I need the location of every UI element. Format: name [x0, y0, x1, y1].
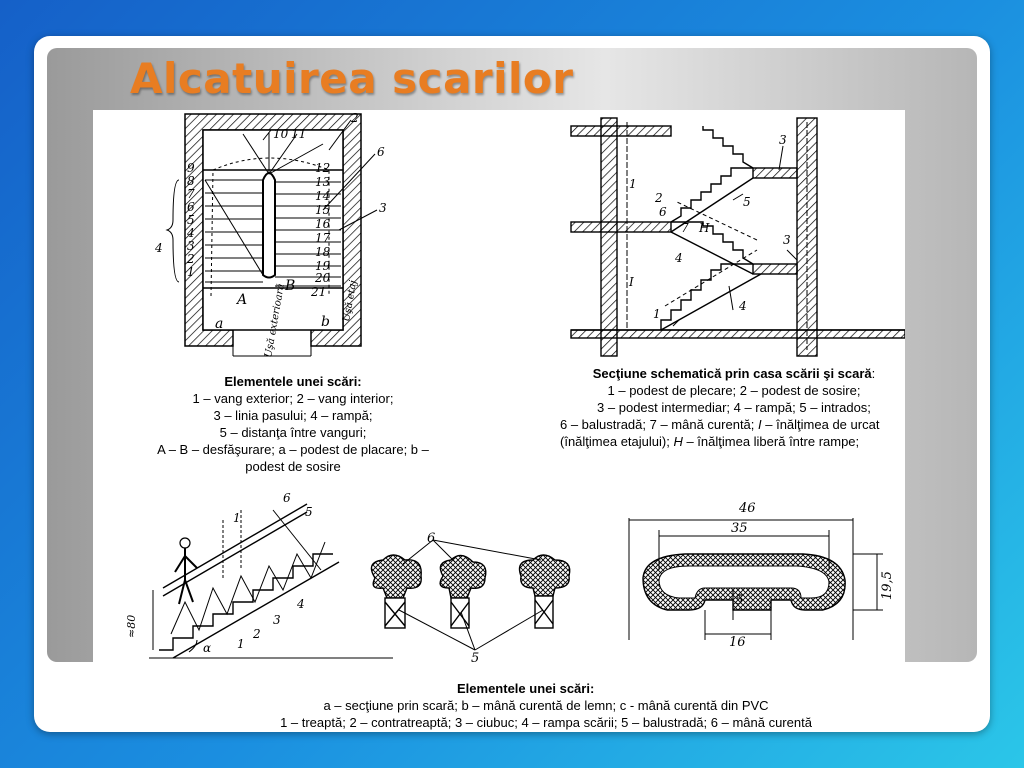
detail-c-label: 16 [729, 635, 746, 650]
caption-bottom: Elementele unei scări: a – secţiune prin… [240, 680, 852, 731]
detail-b-label: 6 [427, 531, 435, 546]
stair-plan [165, 113, 378, 357]
section-label: I [628, 275, 634, 289]
caption-section-line: 1 – podest de plecare; 2 – podest de sos… [607, 383, 861, 398]
plan-label: 20 [314, 271, 331, 285]
caption-section-line: 3 – podest intermediar; 4 – rampă; 5 – i… [597, 400, 871, 415]
plan-label: 15 [315, 203, 330, 217]
plan-label: 19 [315, 259, 331, 273]
section-label: 7 [681, 221, 689, 235]
plan-label: 7 [187, 187, 195, 201]
section-label: 1 [629, 177, 637, 191]
section-label: 2 [654, 191, 663, 205]
caption-plan-line: 3 – linia pasului; 4 – rampă; [213, 408, 373, 423]
caption-section-symbol-h: H [673, 434, 683, 449]
plan-label: 17 [315, 231, 331, 245]
plan-label: 8 [187, 174, 195, 188]
detail-a-label: ≈80 [125, 615, 138, 638]
plan-label: 9 [187, 161, 195, 175]
plan-label: B [284, 278, 295, 294]
detail-c-label: 46 [738, 501, 756, 516]
plan-label: 2 [350, 111, 359, 125]
caption-section-symbol-i: I [758, 417, 762, 432]
caption-plan-line: 5 – distanţa între vanguri; [219, 425, 367, 440]
caption-bottom-line: a – secţiune prin scară; b – mână curent… [323, 698, 769, 713]
plan-label: 3 [187, 239, 195, 253]
section-label: 6 [659, 205, 667, 219]
plan-label: 6 [377, 145, 385, 159]
section-label: 4 [738, 299, 747, 313]
caption-section-line-legend: 6 – balustradă; 7 – mână curentă; I – în… [560, 417, 879, 449]
plan-label: 4 [186, 226, 195, 240]
drawing-svg: 9 8 7 6 5 4 3 2 1 12 13 14 15 16 17 18 1… [125, 111, 906, 694]
slide-title: Alcatuirea scarilor [130, 54, 574, 103]
caption-bottom-line: 1 – treaptă; 2 – contratreaptă; 3 – ciub… [280, 715, 812, 730]
plan-label: 2 [186, 252, 195, 266]
plan-label: 10 [273, 127, 289, 141]
detail-c-label: 5 [735, 593, 743, 608]
stair-detail-a-labels: 6 5 1 1 2 3 4 ≈80 α a [125, 491, 463, 692]
caption-section-heading: Secţiune schematică prin casa scării şi … [592, 366, 872, 381]
plan-label: 18 [315, 245, 331, 259]
caption-section-text: – înălţimea liberă între rampe; [682, 434, 860, 449]
section-label: 1 [653, 307, 661, 321]
detail-c-label: 19,5 [880, 571, 895, 600]
pvc-handrail-c [628, 518, 883, 640]
section-label: H [698, 221, 710, 235]
plan-label: 16 [315, 217, 331, 231]
caption-bottom-heading: Elementele unei scări: [457, 681, 595, 696]
caption-plan: Elementele unei scări: 1 – vang exterior… [148, 373, 438, 475]
section-label: 3 [783, 233, 791, 247]
detail-a-label: 6 [283, 491, 291, 505]
detail-a-label: α [203, 641, 211, 655]
plan-label: 11 [291, 127, 306, 141]
caption-plan-heading: Elementele unei scări: [224, 374, 362, 389]
plan-label: 3 [379, 201, 387, 215]
plan-label: 6 [187, 200, 195, 214]
stair-detail-a [149, 503, 393, 659]
plan-label: a [215, 316, 223, 332]
section-label: 3 [779, 133, 787, 147]
plan-label: 14 [315, 189, 330, 203]
detail-a-label: 4 [296, 597, 305, 611]
caption-section-text: – înălţimea de urcat (înălţimea etajului… [560, 417, 880, 449]
plan-label: 12 [315, 161, 330, 175]
caption-plan-line: A – B – desfăşurare; a – podest de placa… [157, 442, 429, 474]
stair-section [570, 117, 906, 357]
detail-a-label: 5 [305, 505, 313, 519]
detail-a-label: 1 [237, 637, 245, 651]
detail-a-label: 3 [273, 613, 281, 627]
caption-plan-line: 1 – vang exterior; 2 – vang interior; [192, 391, 394, 406]
plan-label: 21 [310, 285, 326, 299]
plan-label: 5 [187, 213, 195, 227]
stair-section-labels: 1 2 3 3 4 4 5 6 7 I H 1 [628, 133, 791, 321]
detail-a-label: 1 [233, 511, 241, 525]
detail-c-label: 35 [731, 521, 748, 536]
caption-section-heading-row: Secţiune schematică prin casa scării şi … [560, 365, 908, 382]
caption-section: Secţiune schematică prin casa scării şi … [560, 365, 908, 450]
detail-b-label: 5 [471, 651, 479, 663]
caption-section-text: 6 – balustradă; 7 – mână curentă; [560, 417, 759, 432]
plan-label: b [321, 314, 330, 330]
section-label: 5 [743, 195, 751, 209]
technical-drawing: 9 8 7 6 5 4 3 2 1 12 13 14 15 16 17 18 1… [93, 110, 906, 694]
plan-label: 1 [187, 265, 195, 279]
detail-a-label: 2 [252, 627, 261, 641]
wood-handrails-b [370, 539, 571, 651]
plan-label: 4 [154, 241, 163, 255]
plan-label: A [235, 292, 247, 308]
caption-section-colon: : [871, 366, 876, 381]
section-label: 4 [674, 251, 683, 265]
plan-label: 13 [315, 175, 331, 189]
